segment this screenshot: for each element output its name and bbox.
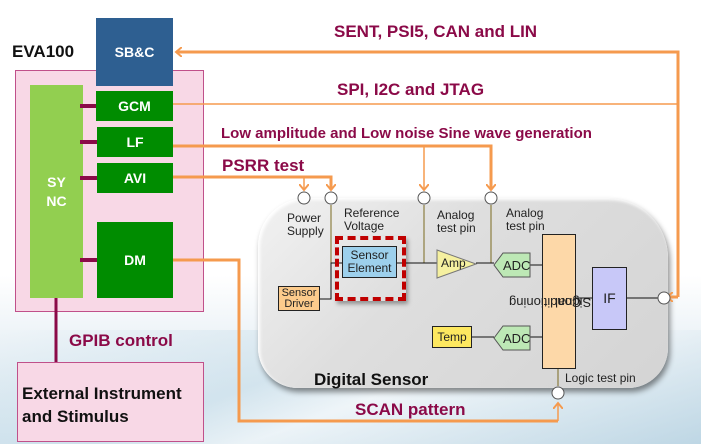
lf-module[interactable]: LF xyxy=(97,127,173,157)
sine-label: Low amplitude and Low noise Sine wave ge… xyxy=(221,125,592,142)
pin-logic xyxy=(551,386,565,400)
sync-bus-stubs xyxy=(80,104,97,262)
logic-test-pin-label: Logic test pin xyxy=(565,371,636,385)
amp-label: Amp xyxy=(441,256,466,270)
bus-sent-wire xyxy=(176,52,680,297)
dm-module[interactable]: DM xyxy=(97,222,173,298)
external-instrument-box[interactable]: External Instrument and Stimulus xyxy=(17,362,204,442)
pin-power xyxy=(297,191,311,205)
adc1-shape xyxy=(493,252,531,278)
adc1-label: ADC xyxy=(503,258,531,273)
sync-module[interactable]: SY NC xyxy=(30,85,83,298)
gpib-control-label: GPIB control xyxy=(69,331,173,350)
bus-spi-label: SPI, I2C and JTAG xyxy=(337,80,485,99)
dm-label: DM xyxy=(124,252,146,268)
gcm-label: GCM xyxy=(118,98,151,114)
internal-test-lines xyxy=(330,205,559,386)
pin-reference xyxy=(324,191,338,205)
pin-interface xyxy=(657,291,671,305)
digital-sensor-title: Digital Sensor xyxy=(314,370,429,389)
external-label-1: External Instrument xyxy=(22,384,182,403)
avi-module[interactable]: AVI xyxy=(97,163,173,193)
scan-wire xyxy=(173,258,558,423)
lf-label: LF xyxy=(126,134,144,150)
avi-label: AVI xyxy=(123,170,147,186)
scan-label: SCAN pattern xyxy=(355,400,466,419)
external-label-2: and Stimulus xyxy=(22,407,129,426)
sbc-label: SB&C xyxy=(114,44,155,60)
adc2-shape xyxy=(493,325,531,351)
test-pins xyxy=(297,191,671,400)
interface-block[interactable]: IF xyxy=(592,267,627,330)
sine-wire xyxy=(173,144,491,190)
sync-label-1: SY xyxy=(47,173,66,190)
gcm-module[interactable]: GCM xyxy=(96,91,173,121)
psrr-label: PSRR test xyxy=(222,156,305,175)
pin-analog-2 xyxy=(484,191,498,205)
sensor-element-highlight xyxy=(335,236,406,301)
temp-block[interactable]: Temp xyxy=(432,326,472,348)
adc2-label: ADC xyxy=(503,331,531,346)
bus-sent-label: SENT, PSI5, CAN and LIN xyxy=(334,22,538,41)
sync-label-2: NC xyxy=(46,192,67,209)
sbc-module[interactable]: SB&C xyxy=(96,18,173,86)
eva100-title: EVA100 xyxy=(12,42,75,61)
psrr-wire xyxy=(173,175,331,190)
pin-analog-1 xyxy=(417,191,431,205)
amp-triangle xyxy=(436,249,478,279)
